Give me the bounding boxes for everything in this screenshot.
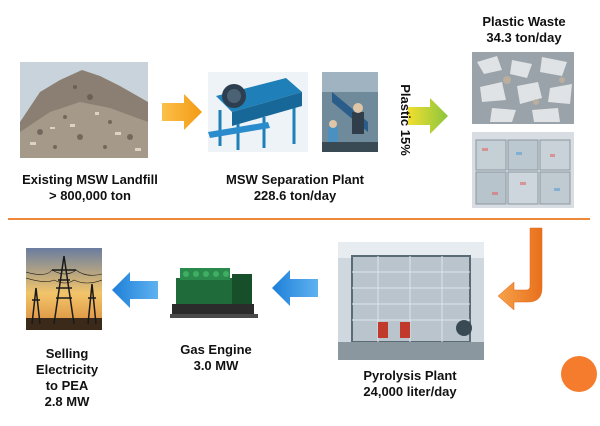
pyrolysis-label: Pyrolysis Plant 24,000 liter/day bbox=[340, 368, 480, 400]
plastic-title: Plastic Waste bbox=[482, 14, 566, 29]
decorative-orange-dot bbox=[561, 356, 597, 392]
selling-line-3: to PEA bbox=[45, 378, 89, 393]
gas-engine-photo bbox=[170, 256, 258, 326]
section-divider bbox=[8, 218, 590, 220]
selling-line-2: Electricity bbox=[35, 362, 99, 377]
pyrolysis-capacity: 24,000 liter/day bbox=[363, 384, 457, 399]
selling-line-1: Selling bbox=[45, 346, 89, 361]
curved-orange-arrow-icon bbox=[496, 226, 546, 311]
separation-title: MSW Separation Plant bbox=[226, 172, 364, 187]
plastic-waste-photo-1 bbox=[472, 52, 574, 124]
pyrolysis-title: Pyrolysis Plant bbox=[363, 368, 457, 383]
separation-rate: 228.6 ton/day bbox=[253, 188, 337, 203]
plastic-label: Plastic Waste 34.3 ton/day bbox=[462, 14, 586, 46]
engine-output: 3.0 MW bbox=[193, 358, 239, 373]
blue-arrow-left-2-icon bbox=[112, 272, 158, 308]
selling-line-4: 2.8 MW bbox=[44, 394, 90, 409]
orange-arrow-icon bbox=[162, 92, 202, 132]
plastic-share-label: Plastic 15% bbox=[398, 84, 413, 156]
separation-conveyor-photo bbox=[322, 72, 378, 152]
engine-title: Gas Engine bbox=[180, 342, 252, 357]
landfill-photo bbox=[20, 62, 148, 158]
selling-label: Selling Electricity to PEA 2.8 MW bbox=[22, 346, 112, 410]
landfill-amount: > 800,000 ton bbox=[48, 188, 132, 203]
power-lines-photo bbox=[26, 248, 102, 330]
pyrolysis-photo bbox=[338, 242, 484, 360]
plastic-rate: 34.3 ton/day bbox=[486, 30, 562, 45]
blue-arrow-left-1-icon bbox=[272, 270, 318, 306]
green-arrow-icon bbox=[408, 96, 448, 136]
plastic-bales-photo bbox=[472, 132, 574, 208]
engine-label: Gas Engine 3.0 MW bbox=[166, 342, 266, 374]
landfill-label: Existing MSW Landfill > 800,000 ton bbox=[6, 172, 174, 204]
landfill-title: Existing MSW Landfill bbox=[22, 172, 158, 187]
separation-label: MSW Separation Plant 228.6 ton/day bbox=[210, 172, 380, 204]
separation-machine-photo bbox=[208, 72, 308, 152]
